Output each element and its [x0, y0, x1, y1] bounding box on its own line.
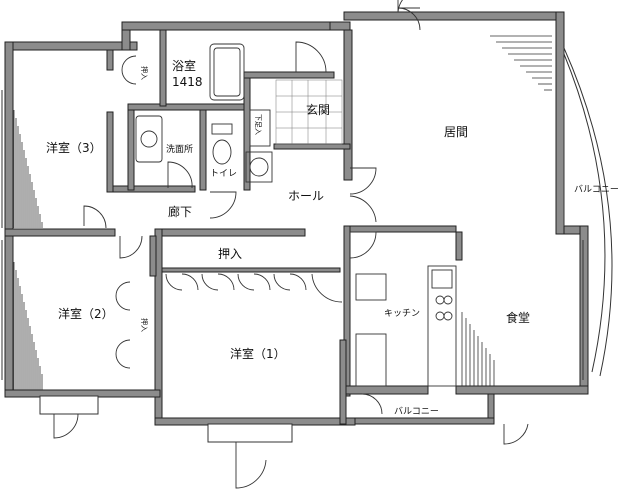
wall-kitchen-right — [455, 231, 463, 261]
door-room2 — [119, 235, 143, 259]
door-room3 — [83, 205, 107, 229]
washing-machine — [245, 151, 273, 183]
door-room1-bottom — [235, 442, 267, 489]
label-western-1: 洋室（1） — [230, 346, 286, 361]
wall-entrance-top — [243, 71, 335, 79]
wall-room3-right-2 — [106, 111, 114, 193]
window-room1 — [207, 423, 293, 443]
door-hall-kitchen — [349, 195, 377, 223]
label-living: 居間 — [444, 125, 468, 139]
wall-center-top — [329, 21, 351, 31]
wall-room1-right — [339, 339, 347, 425]
door-top — [397, 0, 404, 13]
wall-room3-right — [106, 49, 114, 71]
door-entrance — [295, 41, 327, 73]
dining-hatch — [461, 312, 495, 386]
wall-bath-top — [121, 21, 333, 31]
label-hall: ホール — [288, 189, 324, 203]
wash-basin — [135, 115, 163, 163]
walls — [4, 11, 589, 426]
wall-room3-room2 — [4, 228, 116, 237]
balcony-east-curve — [563, 47, 613, 377]
door-kitchen-top — [349, 231, 377, 259]
label-dining: 食堂 — [506, 310, 530, 325]
kitchen-cabinet — [355, 333, 387, 387]
doors — [53, 0, 529, 489]
wall-bath-left — [159, 29, 167, 107]
wall-dining-right — [579, 225, 589, 395]
label-western-3: 洋室（3） — [46, 140, 102, 155]
door-wash — [167, 161, 193, 189]
fixtures — [135, 43, 457, 387]
label-entrance: 玄関 — [306, 102, 330, 117]
door-room1 — [311, 273, 343, 303]
label-balcony-east: バルコニー — [574, 184, 619, 195]
hatch-areas — [13, 35, 552, 390]
label-closet-room3: 押入 — [140, 66, 149, 80]
label-closet: 押入 — [218, 247, 242, 261]
wall-toilet-left — [199, 109, 207, 191]
door-balcony-south — [503, 423, 529, 445]
label-shoe-box: 下足入 — [254, 114, 262, 135]
room3-hatch — [13, 110, 43, 228]
door-hall-right — [349, 167, 377, 195]
wall-bath-bottom — [127, 103, 251, 111]
labels: 洋室（3） 洋室（2） 洋室（1） 浴室 1418 洗面所 トイレ 玄関 廊下 … — [46, 58, 619, 417]
door-corridor — [209, 191, 237, 219]
wall-kitchen-top — [343, 225, 457, 233]
window-room2 — [39, 395, 99, 415]
wall-kitchen-bottom — [343, 385, 429, 395]
entrance-tiles — [275, 79, 343, 145]
room2-hatch — [13, 262, 43, 390]
windows — [1, 47, 613, 443]
bathtub — [209, 43, 245, 101]
door-room2-bottom — [53, 413, 79, 439]
wall-closet-top — [154, 228, 306, 237]
wall-top-left — [4, 41, 138, 51]
wall-balcony-s-bottom — [347, 417, 495, 425]
wall-entrance-bottom — [273, 143, 351, 150]
fridge — [355, 273, 387, 301]
wall-kitchen-left — [343, 225, 351, 397]
balcony-east-curve-inner — [563, 53, 606, 373]
label-kitchen: キッチン — [384, 308, 420, 319]
wall-living-top — [343, 11, 565, 21]
label-bath: 浴室 — [172, 58, 196, 73]
wall-living-right — [555, 11, 565, 235]
wall-closet-bottom — [161, 267, 341, 273]
label-hallway: 廊下 — [168, 204, 192, 219]
living-hatch — [490, 35, 552, 91]
label-washroom: 洗面所 — [166, 143, 193, 155]
wall-toilet-right — [243, 75, 251, 191]
shoe-box — [249, 109, 271, 147]
label-western-2: 洋室（2） — [58, 306, 114, 321]
wall-corridor-top — [112, 185, 196, 193]
wall-wash-left — [127, 109, 135, 191]
label-balcony-south: バルコニー — [394, 406, 439, 417]
label-bath-size: 1418 — [172, 75, 203, 89]
toilet-bowl — [212, 139, 232, 165]
kitchen-counter — [427, 265, 457, 387]
wall-bottom-right — [455, 385, 589, 395]
wall-left-outer — [4, 41, 14, 398]
label-toilet: トイレ — [210, 169, 237, 179]
wall-room2-right — [149, 235, 157, 277]
label-closet-room2: 押入 — [140, 318, 149, 332]
wall-entrance-right — [343, 29, 353, 181]
